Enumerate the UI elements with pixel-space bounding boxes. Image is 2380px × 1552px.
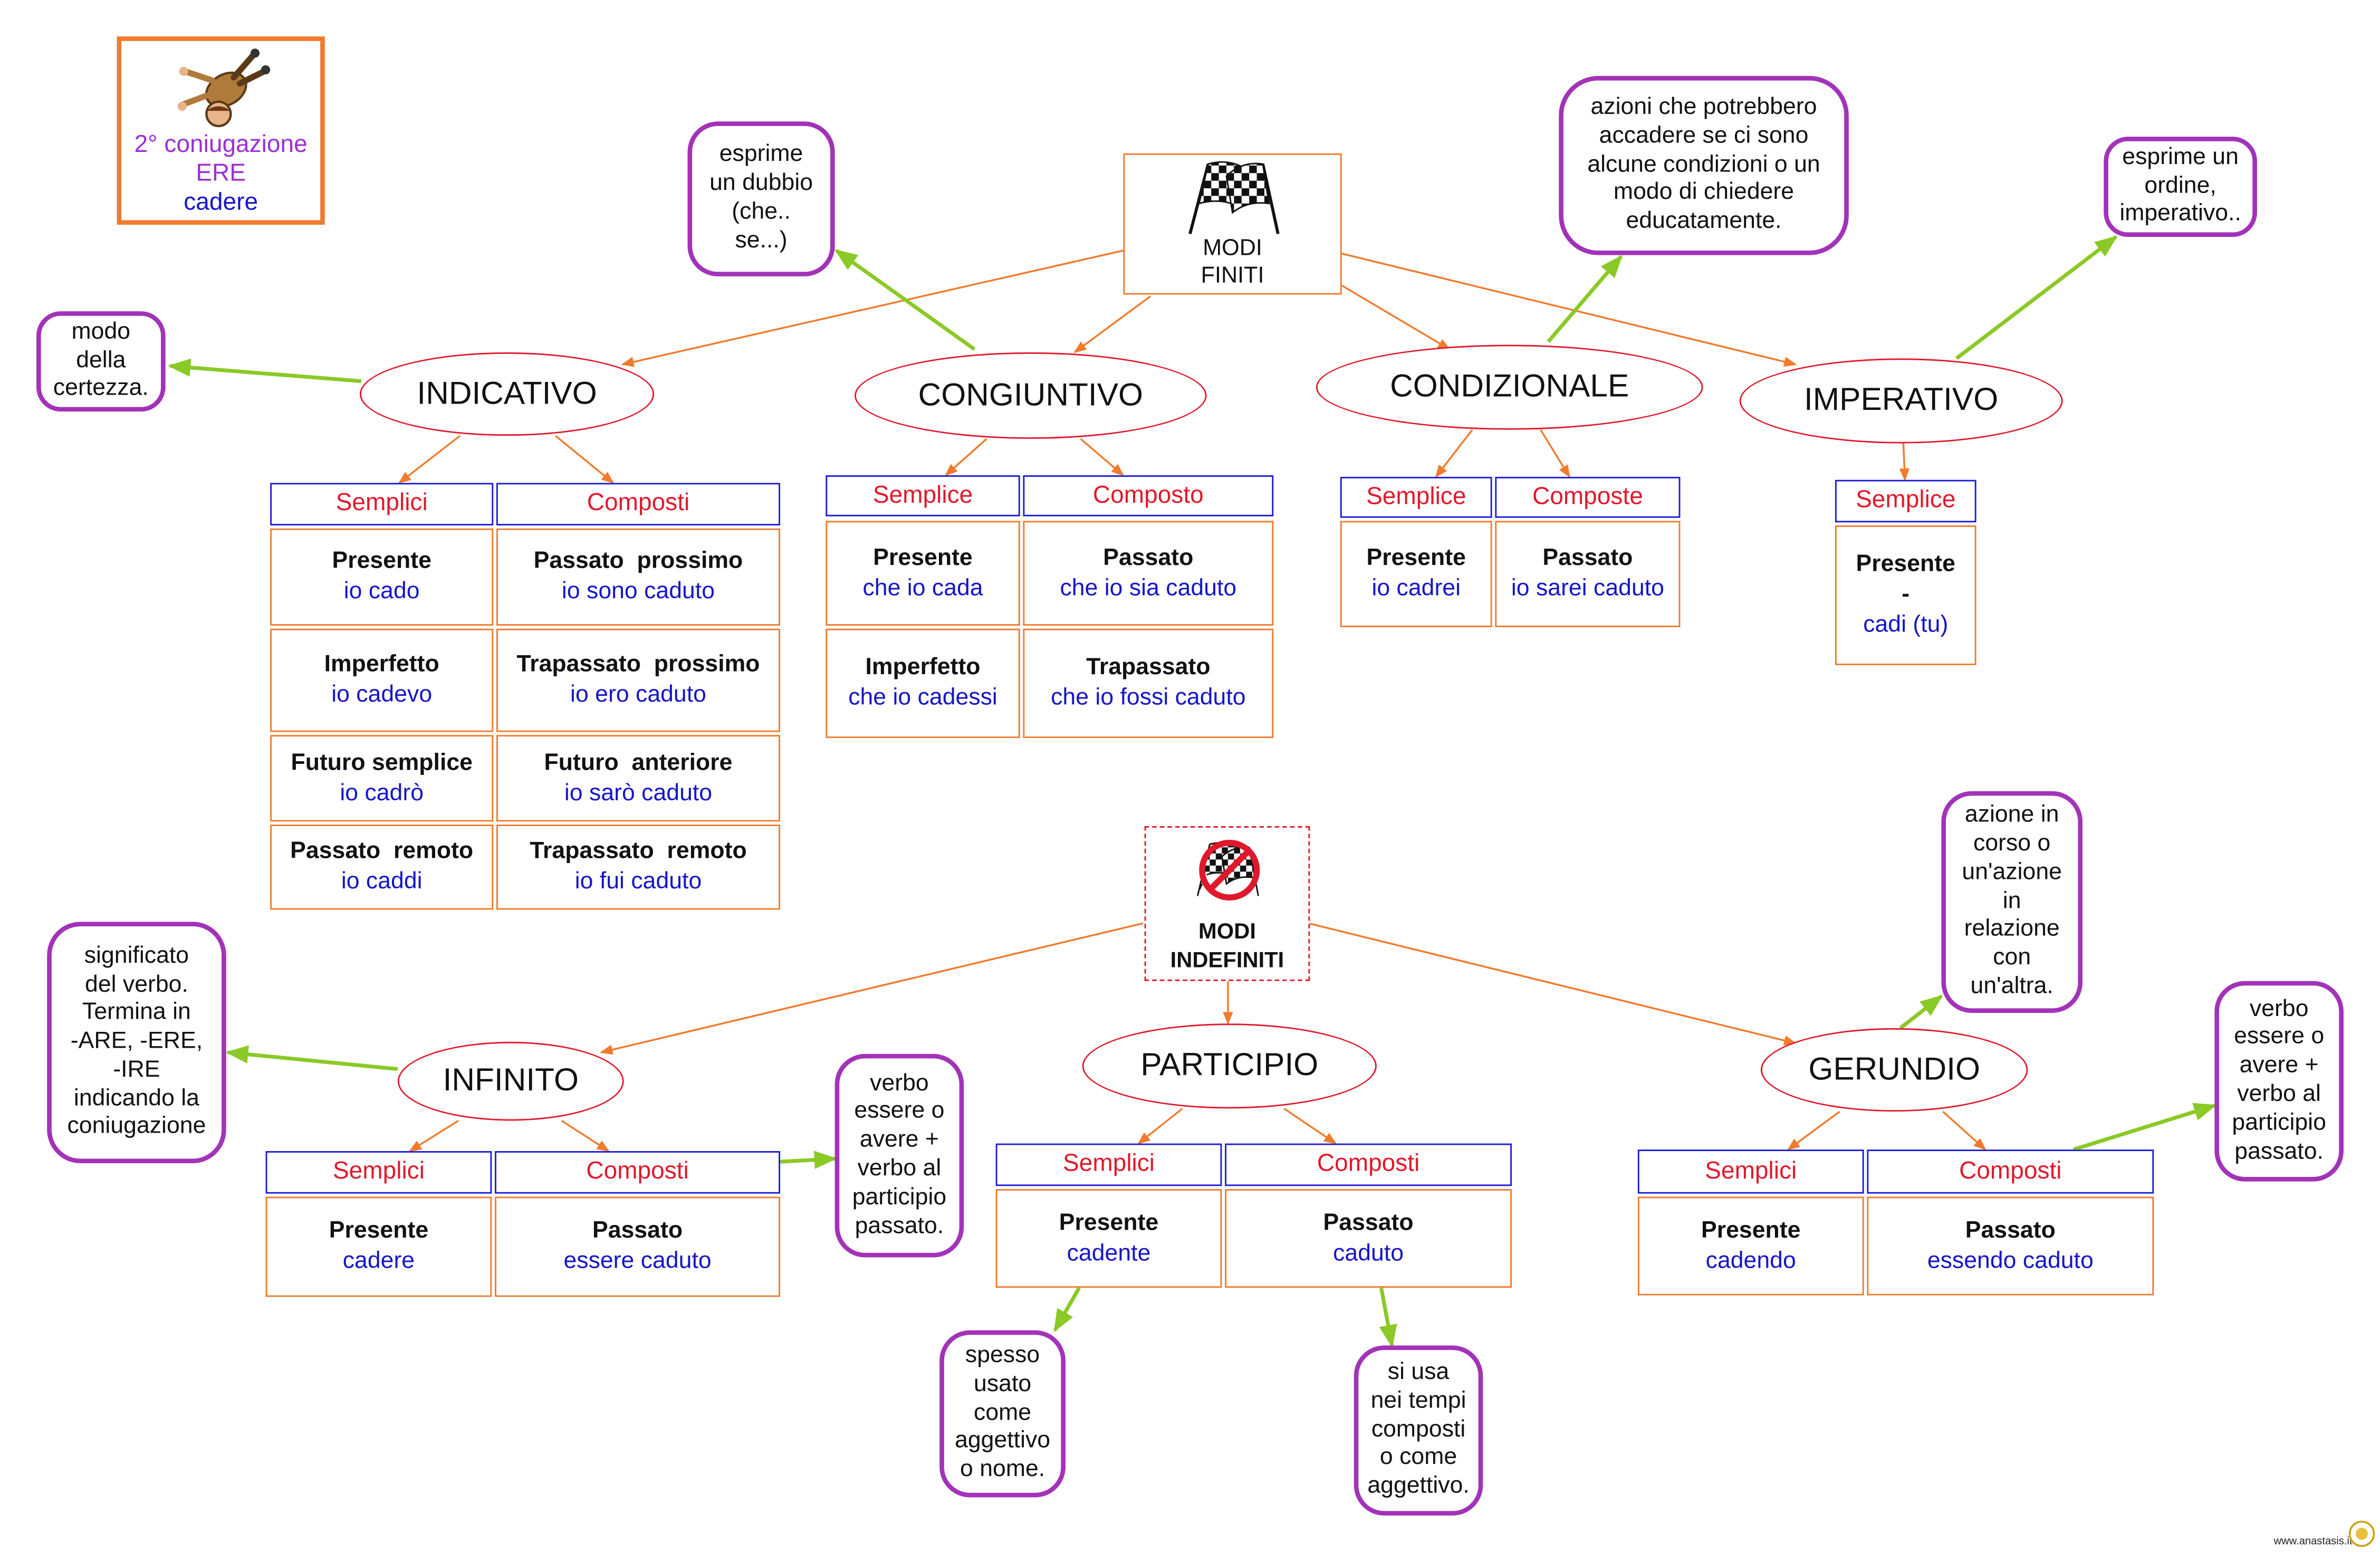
condizionale-header-composte: Composte (1495, 476, 1681, 518)
indicativo-header-semplici: Semplici (270, 483, 494, 526)
gerundio-label: GERUNDIO (1808, 1051, 1981, 1087)
finite-label-1: MODI (1203, 235, 1262, 262)
indicativo-label: INDICATIVO (417, 376, 597, 411)
imperativo-bubble: esprime un ordine, imperativo.. (2104, 137, 2257, 237)
indefinite-label-1: MODI (1198, 920, 1256, 945)
gerundio-right-bubble: verbo essere o avere + verbo al particip… (2214, 981, 2344, 1182)
condizionale-oval: CONDIZIONALE (1316, 344, 1703, 430)
participio-left-bubble: spesso usato come aggettivo o nome. (939, 1330, 1066, 1498)
indicativo-oval: INDICATIVO (359, 352, 655, 436)
gerundio-top-bubble: azione in corso o un'azione in relazione… (1941, 791, 2082, 1013)
condizionale-bubble: azioni che potrebbero accadere se ci son… (1559, 75, 1849, 255)
imperativo-cell: Presente-cadi (tu) (1835, 525, 1976, 665)
finite-modes-node: MODI FINITI (1123, 153, 1342, 295)
condizionale-label: CONDIZIONALE (1390, 369, 1629, 404)
no-flags-icon (1196, 839, 1260, 901)
congiuntivo-bubble: esprime un dubbio (che.. se...) (687, 121, 835, 276)
congiuntivo-label: CONGIUNTIVO (918, 377, 1144, 413)
infinito-label: INFINITO (443, 1063, 579, 1098)
indicativo-bubble: modo della certezza. (36, 311, 166, 412)
anastasis-logo-icon (2348, 1520, 2375, 1547)
indicativo-header-composti: Composti (496, 483, 781, 526)
conjugation-ending: ERE (196, 161, 246, 187)
participio-header-composti: Composti (1225, 1143, 1512, 1186)
conjugation-label: 2° coniugazione (134, 132, 308, 158)
checkered-flags-icon (1188, 161, 1280, 235)
gerundio-oval: GERUNDIO (1760, 1028, 2028, 1112)
participio-header-semplici: Semplici (995, 1143, 1222, 1186)
gerundio-header-semplici: Semplici (1637, 1149, 1864, 1194)
imperativo-oval: IMPERATIVO (1739, 358, 2063, 444)
participio-label: PARTICIPIO (1140, 1048, 1319, 1083)
footer-credit: www.anastasis.it (2273, 1537, 2353, 1548)
verb-name: cadere (184, 189, 258, 216)
gerundio-header-composti: Composti (1867, 1149, 2154, 1194)
infinito-header-semplici: Semplici (265, 1151, 492, 1194)
congiuntivo-header-composto: Composto (1023, 475, 1274, 516)
congiuntivo-oval: CONGIUNTIVO (855, 352, 1207, 439)
infinito-compound-bubble: verbo essere o avere + verbo al particip… (834, 1053, 964, 1258)
finite-label-2: FINITI (1201, 263, 1264, 289)
falling-man-icon (177, 49, 271, 128)
infinito-header-composti: Composti (495, 1151, 781, 1194)
imperativo-header-semplice: Semplice (1835, 480, 1976, 523)
imperativo-label: IMPERATIVO (1804, 382, 1999, 418)
participio-right-bubble: si usa nei tempi composti o come aggetti… (1354, 1345, 1483, 1516)
indefinite-modes-node: MODI INDEFINITI (1144, 826, 1310, 981)
verb-card: 2° coniugazione ERE cadere (117, 36, 325, 225)
infinito-bubble: significato del verbo. Termina in -ARE, … (47, 922, 226, 1164)
indefinite-label-2: INDEFINITI (1170, 949, 1284, 974)
participio-oval: PARTICIPIO (1082, 1023, 1377, 1109)
congiuntivo-header-semplice: Semplice (826, 475, 1020, 516)
condizionale-header-semplice: Semplice (1340, 476, 1492, 518)
infinito-oval: INFINITO (397, 1041, 624, 1121)
